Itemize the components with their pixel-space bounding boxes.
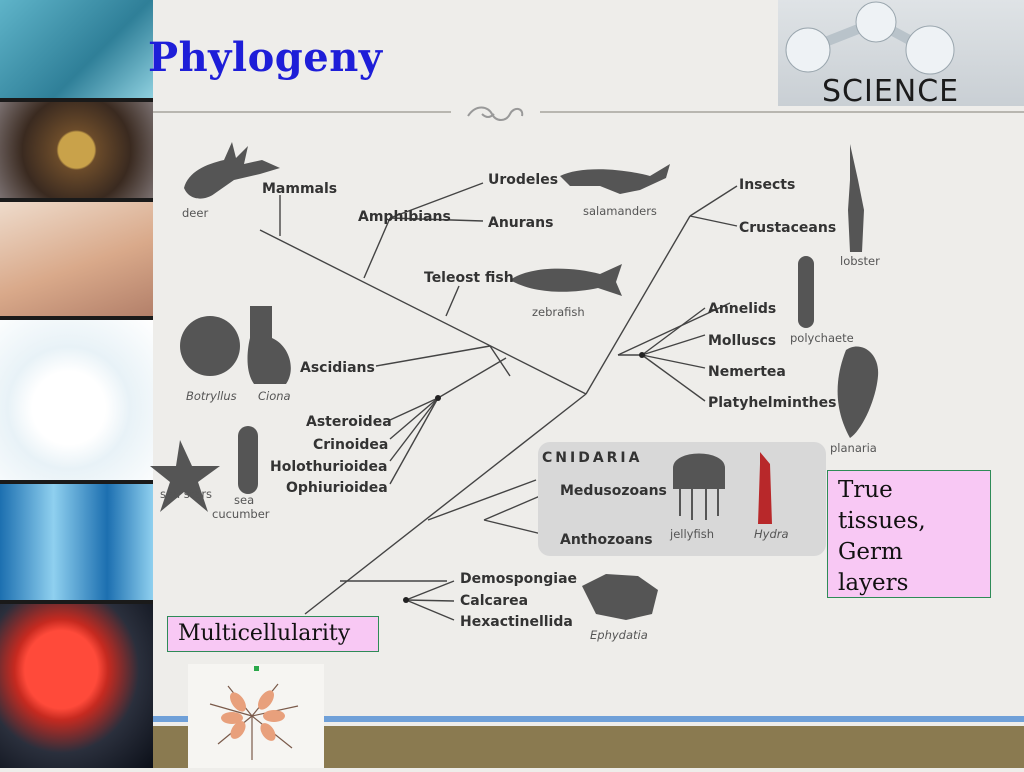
left-image-strip <box>0 0 153 768</box>
caption-deer: deer <box>182 206 208 220</box>
flourish-icon <box>467 106 524 121</box>
organism-silhouettes <box>150 142 879 620</box>
lophotrochozoa-node <box>639 352 645 358</box>
botryllus-icon <box>180 316 240 376</box>
ephydatia-icon <box>582 574 658 620</box>
cnidaria-panel <box>538 442 826 556</box>
phylogeny-diagram: CNIDARIA Mammals Amphibians Urodeles Anu… <box>150 142 880 642</box>
label-platyhelminthes: Platyhelminthes <box>708 395 836 411</box>
zebrafish-icon <box>510 264 622 296</box>
note-line: Germ <box>838 539 903 565</box>
sponge-node <box>403 597 409 603</box>
label-calcarea: Calcarea <box>460 593 528 609</box>
caption-botryllus: Botryllus <box>186 389 237 403</box>
deer-icon <box>184 142 280 199</box>
particle-accelerator-image <box>0 102 153 198</box>
label-urodeles: Urodeles <box>488 172 558 188</box>
echinoderm-node <box>435 395 441 401</box>
choanoflagellate-colony-image <box>188 664 324 768</box>
note-line: layers <box>838 570 909 596</box>
label-ophiurioidea: Ophiurioidea <box>286 480 388 496</box>
label-holothurioidea: Holothurioidea <box>270 459 387 475</box>
colony-icon <box>209 666 299 760</box>
hydra-icon <box>758 452 772 524</box>
dna-image <box>0 0 153 98</box>
caption-planaria: planaria <box>830 441 877 455</box>
caption-jellyfish: jellyfish <box>669 527 714 541</box>
lobster-icon <box>848 144 864 252</box>
label-molluscs: Molluscs <box>708 333 776 349</box>
note-line: tissues, <box>838 508 926 534</box>
label-medusozoans: Medusozoans <box>560 483 667 499</box>
label-ascidians: Ascidians <box>300 360 375 376</box>
multicellularity-note: Multicellularity <box>167 616 379 652</box>
brain-image <box>0 604 153 768</box>
label-hexactinellida: Hexactinellida <box>460 614 573 630</box>
polychaete-icon <box>798 256 814 328</box>
ciona-icon <box>247 306 291 384</box>
caption-ephydatia: Ephydatia <box>590 628 648 642</box>
caption-lobster: lobster <box>840 254 880 268</box>
logo-text: SCIENCE <box>822 74 960 109</box>
label-mammals: Mammals <box>262 181 337 197</box>
divider-left <box>153 111 451 113</box>
label-crustaceans: Crustaceans <box>739 220 836 236</box>
sea-cucumber-icon <box>238 426 258 494</box>
label-crinoidea: Crinoidea <box>313 437 388 453</box>
science-logo: SCIENCE <box>778 0 1024 109</box>
label-demospongiae: Demospongiae <box>460 571 577 587</box>
label-asteroidea: Asteroidea <box>306 414 392 430</box>
label-annelids: Annelids <box>708 301 776 317</box>
label-anurans: Anurans <box>488 215 553 231</box>
divider-right <box>540 111 1024 113</box>
sea-star-icon <box>150 440 220 512</box>
true-tissues-note: True tissues, Germ layers <box>827 470 991 598</box>
cnidaria-heading: CNIDARIA <box>542 450 642 466</box>
molecule-hand-image <box>0 202 153 316</box>
caption-salamanders: salamanders <box>583 204 657 218</box>
label-anthozoans: Anthozoans <box>560 532 653 548</box>
caption-sea-stars: sea stars <box>160 487 212 501</box>
page-title: Phylogeny <box>148 34 383 81</box>
caption-ciona: Ciona <box>258 389 291 403</box>
planaria-icon <box>837 346 879 438</box>
footer-accent-line <box>153 716 1024 722</box>
caption-sea: sea <box>234 493 254 507</box>
note-line: True <box>838 477 893 503</box>
caption-cucumber: cucumber <box>212 507 270 521</box>
caption-polychaete: polychaete <box>790 331 854 345</box>
chromosome-image <box>0 484 153 600</box>
jellyfish-icon <box>673 453 725 520</box>
caption-zebrafish: zebrafish <box>532 305 585 319</box>
label-amphibians: Amphibians <box>358 209 451 225</box>
label-nemertea: Nemertea <box>708 364 786 380</box>
salamander-icon <box>560 164 670 194</box>
label-teleost-fish: Teleost fish <box>424 270 514 286</box>
molecule-logo-icon <box>785 1 955 75</box>
caption-hydra: Hydra <box>754 527 789 541</box>
label-insects: Insects <box>739 177 795 193</box>
atom-model-image <box>0 320 153 480</box>
